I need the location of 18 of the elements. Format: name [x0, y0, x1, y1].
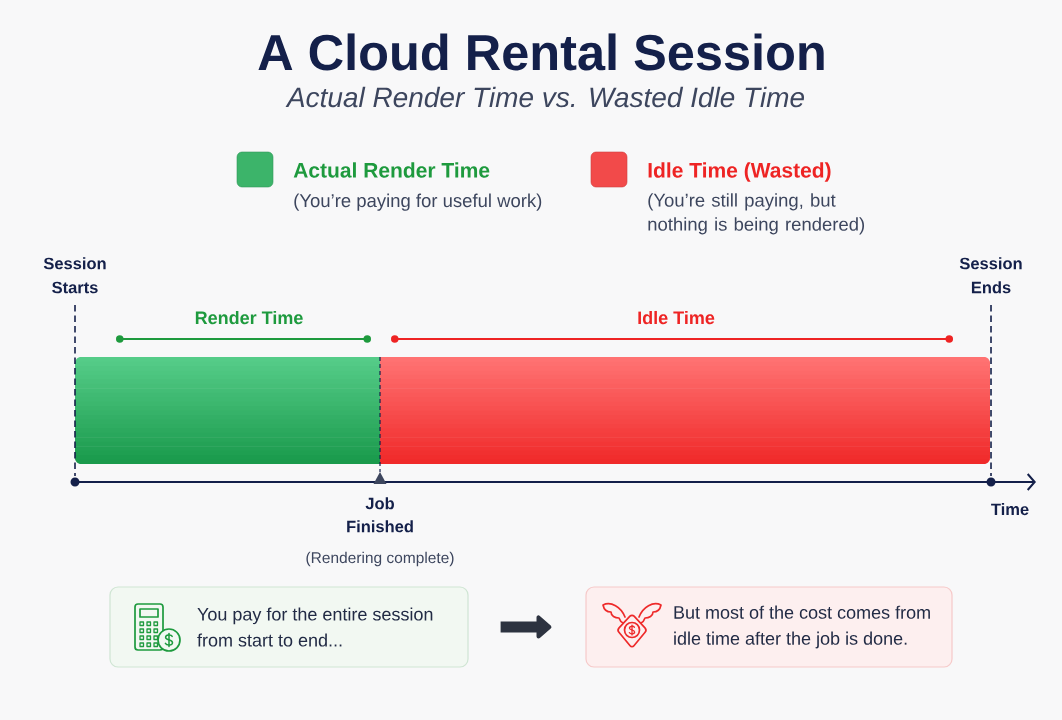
axis-label: Time — [991, 503, 1029, 516]
duration-label: Idle Time — [638, 310, 715, 325]
legend-note: (You’re still paying, but nothing is being rendered) — [648, 193, 865, 235]
legend-note: (You’re paying for useful work) — [294, 193, 542, 211]
timeline-label: Job Finished — [347, 497, 413, 533]
timeline-bar — [380, 357, 990, 464]
title: A Cloud Rental Session — [258, 33, 824, 71]
duration-label: Render Time — [195, 310, 303, 325]
timeline-label: Session Ends — [959, 257, 1022, 294]
info-box: But most of the cost comes from idle time after the job is done. — [585, 586, 953, 668]
arrow — [500, 615, 552, 639]
subtitle: Actual Render Time vs. Wasted Idle Time — [285, 86, 804, 108]
info-box: You pay for the entire session from start to end... — [109, 586, 469, 668]
timeline-label: Session Starts — [43, 257, 106, 294]
legend-label: Actual Render Time — [293, 162, 490, 178]
timeline-note: (Rendering complete) — [306, 551, 454, 567]
legend-label: Idle Time (Wasted) — [648, 162, 831, 182]
timeline-bar — [75, 357, 380, 464]
